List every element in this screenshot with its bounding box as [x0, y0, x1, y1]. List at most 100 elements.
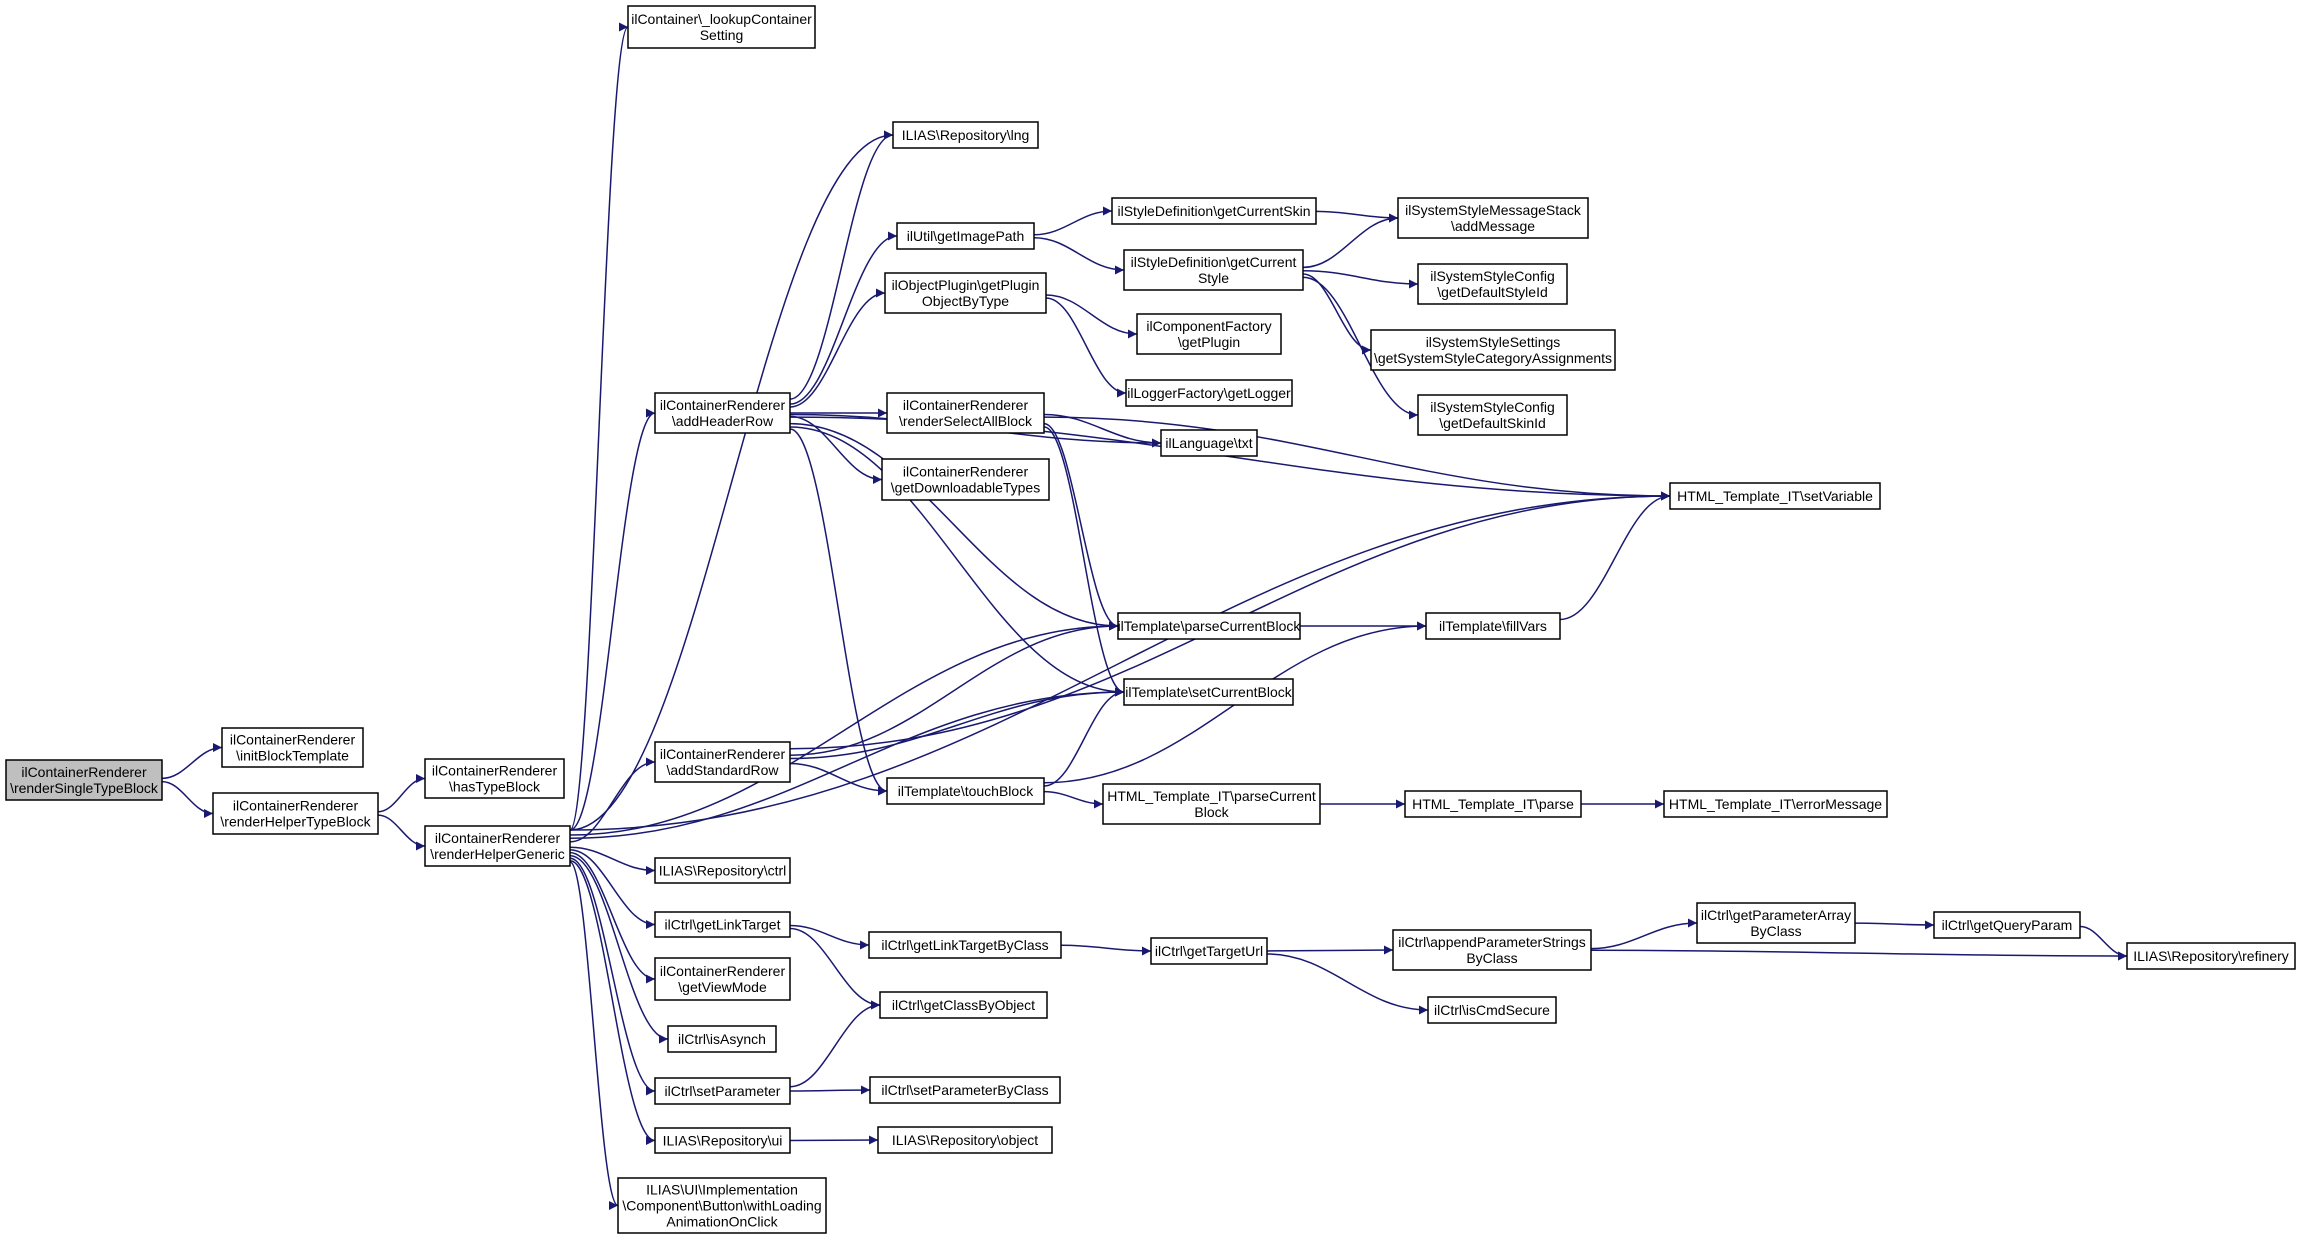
- node-addStandardRow[interactable]: ilContainerRenderer\addStandardRow: [654, 741, 791, 783]
- node-box[interactable]: [1696, 902, 1856, 944]
- node-box[interactable]: [1669, 482, 1881, 510]
- node-getPlugin[interactable]: ilComponentFactory\getPlugin: [1136, 313, 1282, 355]
- node-box[interactable]: [1136, 313, 1282, 355]
- node-withLoading[interactable]: ILIAS\UI\Implementation\Component\Button…: [617, 1177, 827, 1234]
- node-box[interactable]: [654, 957, 791, 1001]
- node-getImagePath[interactable]: ilUtil\getImagePath: [896, 222, 1035, 250]
- node-box[interactable]: [1370, 329, 1616, 371]
- node-box[interactable]: [1427, 996, 1557, 1024]
- node-getLogger[interactable]: ilLoggerFactory\getLogger: [1125, 379, 1293, 407]
- node-label-line: ilUtil\getImagePath: [907, 228, 1025, 244]
- node-box[interactable]: [1933, 911, 2081, 939]
- node-initBlockTemplate[interactable]: ilContainerRenderer\initBlockTemplate: [221, 727, 364, 768]
- node-getLinkTarget[interactable]: ilCtrl\getLinkTarget: [654, 911, 791, 938]
- node-label-line: ILIAS\Repository\ui: [663, 1133, 783, 1149]
- edge-getParameterArrayByClass-to-getQueryParam: [1854, 920, 1935, 930]
- node-box[interactable]: [1425, 612, 1561, 640]
- node-hasTypeBlock[interactable]: ilContainerRenderer\hasTypeBlock: [424, 758, 565, 799]
- node-setParameterByClass[interactable]: ilCtrl\setParameterByClass: [869, 1076, 1061, 1104]
- node-box[interactable]: [627, 5, 816, 49]
- node-box[interactable]: [886, 392, 1045, 434]
- node-box[interactable]: [424, 758, 565, 799]
- node-fillVars[interactable]: ilTemplate\fillVars: [1425, 612, 1561, 640]
- node-box[interactable]: [1397, 197, 1589, 239]
- node-touchBlock[interactable]: ilTemplate\touchBlock: [886, 777, 1045, 805]
- node-object[interactable]: ILIAS\Repository\object: [877, 1126, 1053, 1154]
- node-box[interactable]: [654, 857, 791, 884]
- edge-renderHelperGeneric-to-ctrl: [569, 846, 656, 875]
- node-renderHelperTypeBlock[interactable]: ilContainerRenderer\renderHelperTypeBloc…: [212, 792, 379, 835]
- node-setCurrentBlock[interactable]: ilTemplate\setCurrentBlock: [1123, 678, 1294, 706]
- node-box[interactable]: [424, 825, 571, 867]
- node-addHeaderRow[interactable]: ilContainerRenderer\addHeaderRow: [654, 392, 791, 434]
- node-getClassByObject[interactable]: ilCtrl\getClassByObject: [879, 991, 1048, 1019]
- node-box[interactable]: [667, 1025, 777, 1053]
- node-box[interactable]: [221, 727, 364, 768]
- node-getLinkTargetByClass[interactable]: ilCtrl\getLinkTargetByClass: [868, 931, 1062, 959]
- node-box[interactable]: [1117, 612, 1301, 640]
- node-getSystemStyleCategoryAssignments[interactable]: ilSystemStyleSettings\getSystemStyleCate…: [1370, 329, 1616, 371]
- node-box[interactable]: [896, 222, 1035, 250]
- node-getCurrentSkin[interactable]: ilStyleDefinition\getCurrentSkin: [1111, 197, 1317, 225]
- node-box[interactable]: [886, 777, 1045, 805]
- node-ui[interactable]: ILIAS\Repository\ui: [654, 1127, 791, 1154]
- node-getDownloadableTypes[interactable]: ilContainerRenderer\getDownloadableTypes: [881, 458, 1050, 501]
- node-setParameter[interactable]: ilCtrl\setParameter: [654, 1077, 791, 1105]
- node-htmlParseCurrentBlock[interactable]: HTML_Template_IT\parseCurrentBlock: [1102, 783, 1321, 825]
- node-renderSelectAllBlock[interactable]: ilContainerRenderer\renderSelectAllBlock: [886, 392, 1045, 434]
- node-renderHelperGeneric[interactable]: ilContainerRenderer\renderHelperGeneric: [424, 825, 571, 867]
- node-errorMessage[interactable]: HTML_Template_IT\errorMessage: [1663, 790, 1888, 818]
- node-getDefaultStyleId[interactable]: ilSystemStyleConfig\getDefaultStyleId: [1417, 263, 1568, 305]
- node-box[interactable]: [1102, 783, 1321, 825]
- node-box[interactable]: [868, 931, 1062, 959]
- node-box[interactable]: [1125, 379, 1293, 407]
- node-box[interactable]: [654, 1127, 791, 1154]
- node-getTargetUrl[interactable]: ilCtrl\getTargetUrl: [1150, 937, 1268, 965]
- node-box[interactable]: [1160, 429, 1258, 457]
- node-box[interactable]: [892, 121, 1039, 149]
- node-htmlParse[interactable]: HTML_Template_IT\parse: [1404, 790, 1582, 818]
- node-box[interactable]: [2126, 942, 2296, 970]
- node-lng[interactable]: ILIAS\Repository\lng: [892, 121, 1039, 149]
- node-box[interactable]: [654, 1077, 791, 1105]
- node-box[interactable]: [1663, 790, 1888, 818]
- node-box[interactable]: [1111, 197, 1317, 225]
- node-box[interactable]: [654, 911, 791, 938]
- node-box[interactable]: [1417, 394, 1568, 436]
- node-getDefaultSkinId[interactable]: ilSystemStyleConfig\getDefaultSkinId: [1417, 394, 1568, 436]
- node-txt[interactable]: ilLanguage\txt: [1160, 429, 1258, 457]
- node-ctrl[interactable]: ILIAS\Repository\ctrl: [654, 857, 791, 884]
- edge-appendParameterStringsByClass-to-getParameterArrayByClass: [1590, 918, 1698, 950]
- node-getViewMode[interactable]: ilContainerRenderer\getViewMode: [654, 957, 791, 1001]
- node-box[interactable]: [879, 991, 1048, 1019]
- node-box[interactable]: [877, 1126, 1053, 1154]
- node-box[interactable]: [1123, 678, 1294, 706]
- node-box[interactable]: [1392, 929, 1592, 971]
- node-box[interactable]: [5, 759, 163, 801]
- node-getQueryParam[interactable]: ilCtrl\getQueryParam: [1933, 911, 2081, 939]
- node-refinery[interactable]: ILIAS\Repository\refinery: [2126, 942, 2296, 970]
- node-box[interactable]: [654, 741, 791, 783]
- node-box[interactable]: [1150, 937, 1268, 965]
- node-isCmdSecure[interactable]: ilCtrl\isCmdSecure: [1427, 996, 1557, 1024]
- node-box[interactable]: [869, 1076, 1061, 1104]
- node-isAsynch[interactable]: ilCtrl\isAsynch: [667, 1025, 777, 1053]
- node-box[interactable]: [881, 458, 1050, 501]
- node-box[interactable]: [1404, 790, 1582, 818]
- node-setVariable[interactable]: HTML_Template_IT\setVariable: [1669, 482, 1881, 510]
- node-label-line: ilContainerRenderer: [435, 830, 561, 846]
- node-box[interactable]: [884, 272, 1047, 314]
- node-parseCurrentBlock[interactable]: ilTemplate\parseCurrentBlock: [1117, 612, 1302, 640]
- node-box[interactable]: [212, 792, 379, 835]
- node-box[interactable]: [617, 1177, 827, 1234]
- node-box[interactable]: [1123, 249, 1304, 291]
- node-root[interactable]: ilContainerRenderer\renderSingleTypeBloc…: [5, 759, 163, 801]
- node-box[interactable]: [1417, 263, 1568, 305]
- node-addMessage[interactable]: ilSystemStyleMessageStack\addMessage: [1397, 197, 1589, 239]
- node-box[interactable]: [654, 392, 791, 434]
